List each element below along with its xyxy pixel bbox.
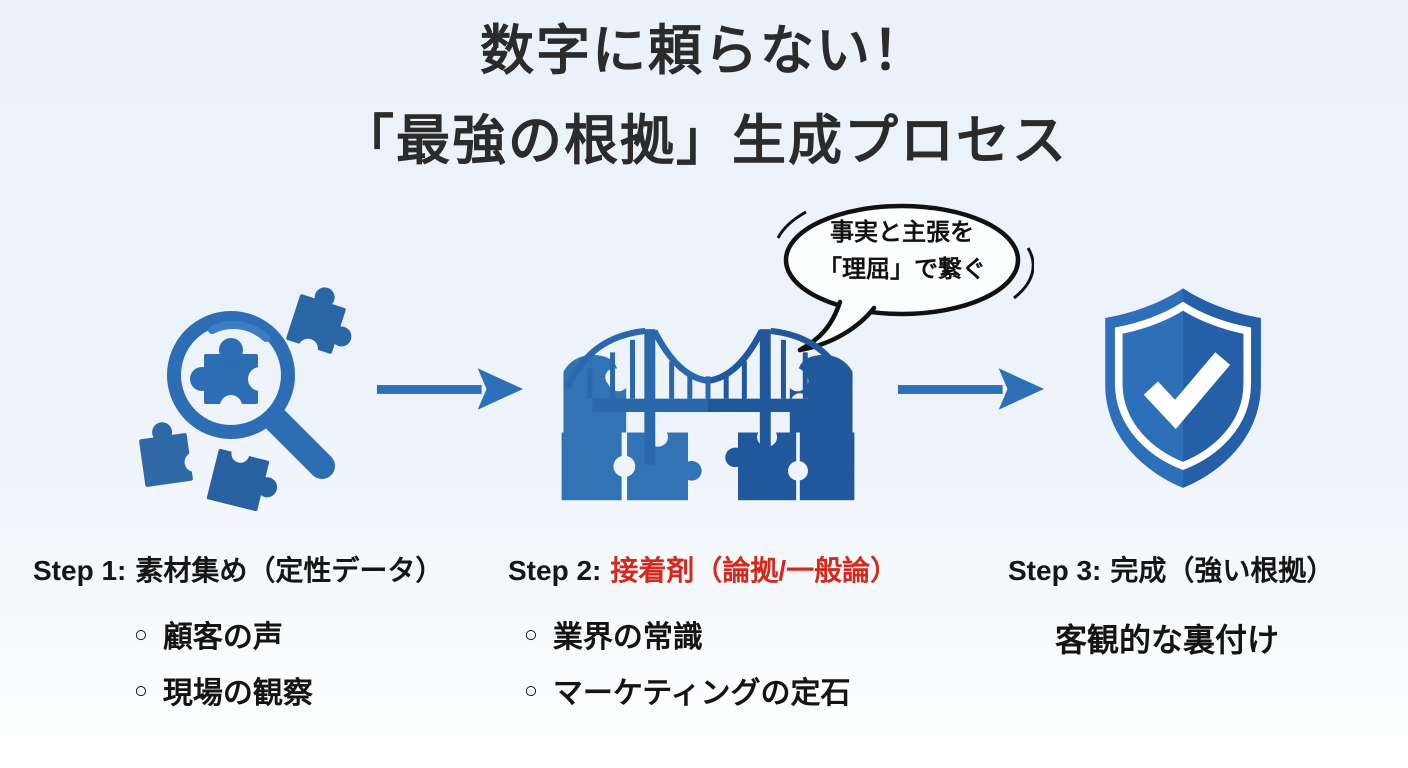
circle-bullet-icon: ○	[524, 620, 538, 647]
step-1-bullet-list: ○ 顧客の声 ○ 現場の観察	[134, 606, 313, 718]
bullet-text: 現場の観察	[162, 677, 313, 710]
step-2-prefix: Step 2:	[508, 555, 602, 586]
arrow-right-icon	[377, 368, 524, 410]
step-3-note: 客観的な裏付け	[1055, 622, 1280, 658]
shield-check-icon	[1105, 288, 1261, 488]
speech-bubble: 事実と主張を 「理屈」で繋ぐ	[772, 198, 1034, 356]
step-1-prefix: Step 1:	[33, 555, 127, 586]
circle-bullet-icon: ○	[134, 676, 148, 703]
step-3-prefix: Step 3:	[1008, 555, 1102, 586]
magnifier-puzzle-icon	[139, 287, 352, 512]
arrow-right-icon	[898, 368, 1045, 410]
page-title: 数字に頼らない！ 「最強の根拠」生成プロセス	[0, 6, 1408, 186]
title-line-2: 「最強の根拠」生成プロセス	[340, 111, 1068, 171]
bridge-puzzle-icon	[561, 327, 855, 501]
circle-bullet-icon: ○	[524, 676, 538, 703]
list-item: ○ マーケティングの定石	[524, 662, 851, 718]
title-line-1: 数字に頼らない！	[480, 21, 928, 81]
step-3-label: Step 3: 完成（強い根拠）	[1008, 549, 1334, 589]
circle-bullet-icon: ○	[134, 620, 148, 647]
step-3-name: 完成（強い根拠）	[1110, 555, 1335, 586]
bullet-text: 業界の常識	[552, 621, 703, 654]
bubble-line-1: 事実と主張を	[830, 219, 974, 246]
list-item: ○ 顧客の声	[134, 606, 313, 662]
step-2-bullet-list: ○ 業界の常識 ○ マーケティングの定石	[524, 606, 851, 718]
step-1-label: Step 1: 素材集め（定性データ）	[33, 549, 443, 589]
speech-bubble-text: 事実と主張を 「理屈」で繋ぐ	[772, 214, 1032, 288]
list-item: ○ 業界の常識	[524, 606, 851, 662]
bullet-text: 顧客の声	[162, 621, 283, 654]
speech-bubble-outline-icon	[776, 203, 1034, 353]
step-1-name: 素材集め（定性データ）	[135, 555, 444, 586]
step-2-label: Step 2: 接着剤（論拠/一般論）	[508, 549, 898, 589]
bullet-text: マーケティングの定石	[552, 677, 851, 710]
bubble-line-2: 「理屈」で繋ぐ	[818, 256, 986, 283]
list-item: ○ 現場の観察	[134, 662, 313, 718]
step-2-name: 接着剤（論拠/一般論）	[610, 555, 899, 586]
